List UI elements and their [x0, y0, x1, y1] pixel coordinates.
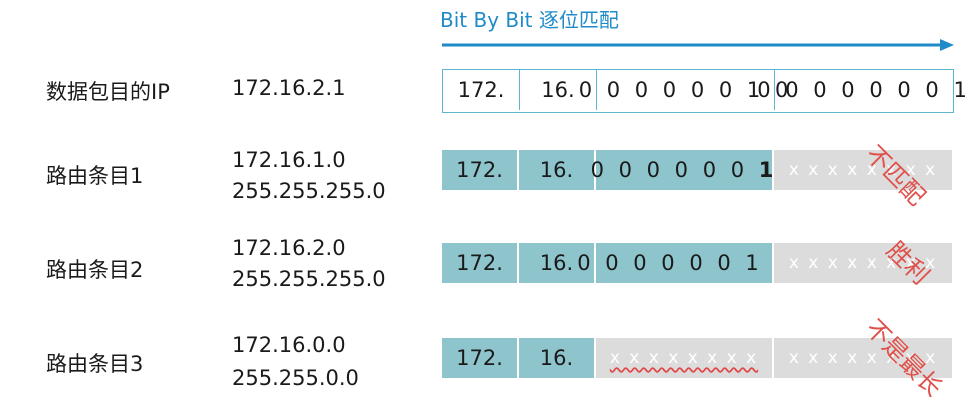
- packet-octet-4: 0 0 0 0 0 0 0 1: [757, 78, 971, 102]
- route-3-octet-2: 16.: [519, 338, 596, 378]
- route-3-bits-bar: 172. 16. x x x x x x x x x x x x x x x x: [442, 338, 952, 378]
- route-2-octet-3: 0 0 0 0 0 0 1 0: [577, 243, 787, 283]
- packet-label: 数据包目的IP: [46, 80, 170, 104]
- route-2-octet-4: x x x x x x x x: [774, 243, 952, 283]
- route-2-label: 路由条目2: [46, 258, 144, 282]
- packet-ip: 172.16.2.1: [232, 76, 346, 100]
- route-2-octet-2: 16.: [519, 243, 596, 283]
- route-3-mask: 255.255.0.0: [232, 366, 359, 390]
- packet-bits-bar: 172. 16. 0 0 0 0 0 0 1 0 0 0 0 0 0 0 0 1: [442, 69, 971, 113]
- diagram-title: Bit By Bit 逐位匹配: [440, 8, 619, 32]
- route-1-bits-bar: 172. 16. 0 0 0 0 0 0 1 x x x x x x x x: [442, 150, 952, 190]
- packet-octet-3: 0 0 0 0 0 0 1 0: [579, 70, 788, 110]
- direction-arrow: [442, 39, 954, 51]
- route-1-mismatch-bit: 1: [758, 158, 778, 182]
- route-1-octet-1: 172.: [442, 150, 519, 190]
- packet-octet-2: 16.: [520, 70, 597, 110]
- route-2-octet-1: 172.: [442, 243, 519, 283]
- route-1-octet-2: 16.: [519, 150, 596, 190]
- route-1-octet-3-prefix: 0 0 0 0 0 0: [590, 158, 759, 182]
- route-1-network: 172.16.1.0: [232, 148, 346, 172]
- route-1-mask: 255.255.255.0: [232, 179, 386, 203]
- route-3-octet-3: x x x x x x x x: [596, 338, 774, 378]
- packet-octet-1: 172.: [443, 70, 520, 110]
- route-1-octet-4: x x x x x x x x: [774, 150, 952, 190]
- route-2-mask: 255.255.255.0: [232, 267, 386, 291]
- route-3-octet-1: 172.: [442, 338, 519, 378]
- route-2-bits-bar: 172. 16. 0 0 0 0 0 0 1 0 x x x x x x x x: [442, 243, 952, 283]
- route-2-network: 172.16.2.0: [232, 236, 346, 260]
- route-3-label: 路由条目3: [46, 352, 144, 376]
- route-3-octet-4: x x x x x x x x: [774, 338, 952, 378]
- route-3-network: 172.16.0.0: [232, 333, 346, 357]
- route-1-label: 路由条目1: [46, 164, 144, 188]
- route-1-octet-3: 0 0 0 0 0 0 1: [591, 150, 774, 190]
